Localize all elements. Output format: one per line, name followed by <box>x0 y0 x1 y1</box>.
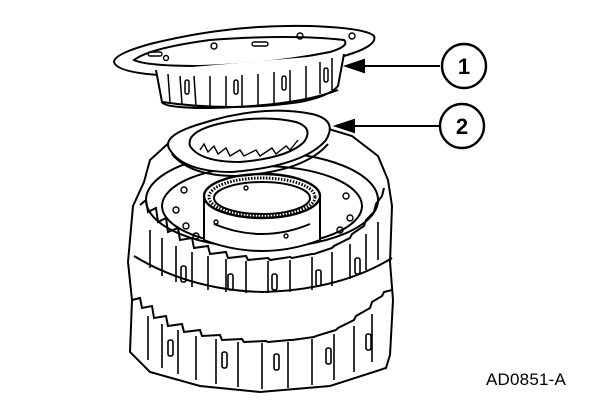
upper-spline-band <box>139 187 385 262</box>
figure-id-label: AD0851-A <box>486 370 567 389</box>
upper-band-slots <box>180 257 361 291</box>
callout-label-2: 2 <box>456 114 468 139</box>
retainer-skirt-slots <box>184 67 329 95</box>
flange-holes <box>147 32 356 62</box>
hub-outer-wall <box>203 196 321 252</box>
lower-spline-teeth <box>147 314 373 389</box>
drum-rim-holes <box>172 186 354 240</box>
callout-2: 2 <box>438 102 486 150</box>
callout-label-1: 1 <box>458 54 470 79</box>
washer-inner-teeth <box>199 139 299 157</box>
hub-inner-bore <box>213 181 311 215</box>
lower-spline-band <box>131 289 393 344</box>
hub-spline-teeth <box>207 176 317 218</box>
hub-lower-step <box>213 223 311 235</box>
arrowhead-1 <box>342 58 365 74</box>
leader-lines <box>332 58 440 134</box>
callout-1: 1 <box>440 42 488 90</box>
washer-thickness <box>171 143 329 178</box>
upper-spline-teeth <box>149 222 379 293</box>
callout-circle-2 <box>438 102 486 150</box>
callout-circle-1 <box>440 42 488 90</box>
washer-inner-edge <box>188 117 309 164</box>
retainer-skirt-bottom <box>161 89 339 110</box>
part-2-washer <box>167 109 331 178</box>
part-1-piston-retainer <box>112 24 376 110</box>
arrowhead-2 <box>332 118 355 134</box>
retainer-skirt-ribs <box>167 58 333 107</box>
clutch-drum-assembly <box>126 120 395 394</box>
lower-band-slots <box>167 333 372 371</box>
retainer-flange-inner <box>132 36 347 68</box>
